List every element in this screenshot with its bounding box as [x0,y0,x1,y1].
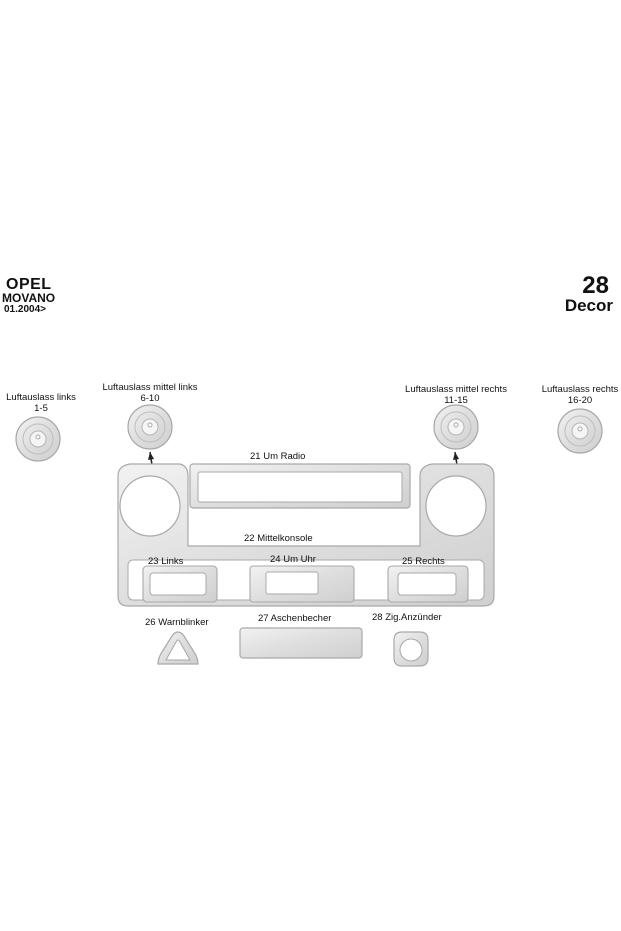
arrow-icon [453,451,459,466]
hazard-cover-part [157,631,199,665]
right-panel-label: 25 Rechts [402,556,445,567]
vent-mid-left-range: 6-10 [140,393,160,404]
vent-right-range: 16-20 [567,395,593,406]
left-panel-label: 23 Links [148,556,184,567]
vent-left-range: 1-5 [34,403,48,414]
lighter-label: 28 Zig.Anzünder [372,612,442,623]
vent-mid-left-part [127,404,173,450]
brand-label: OPEL [6,276,52,293]
style-label: Decor [564,296,613,315]
vent-right-title: Luftauslass rechts [541,384,619,395]
vent-mid-right-label: Luftauslass mittel rechts 11-15 [404,384,508,406]
hazard-label: 26 Warnblinker [145,617,209,628]
right-panel-part [387,565,469,603]
vent-left-title: Luftauslass links [6,392,76,403]
vent-left-label: Luftauslass links 1-5 [2,392,80,414]
left-panel-part [142,565,218,603]
vent-mid-right-part [433,404,479,450]
ashtray-panel-part [239,627,363,659]
arrow-icon [148,451,154,466]
lighter-ring-part [393,631,429,667]
vent-left-part [15,416,61,462]
year-label: 01.2004> [4,304,46,315]
piece-count: 28 [582,272,609,299]
radio-frame-part [189,463,411,509]
clock-panel-part [249,565,355,603]
vent-mid-right-title: Luftauslass mittel rechts [405,384,507,395]
vent-mid-left-label: Luftauslass mittel links 6-10 [100,382,200,404]
vent-right-label: Luftauslass rechts 16-20 [540,384,620,406]
console-label: 22 Mittelkonsole [244,533,313,544]
model-label: MOVANO [2,291,56,305]
vent-mid-right-range: 11-15 [444,395,468,406]
vent-mid-left-title: Luftauslass mittel links [102,382,198,393]
vent-right-part [557,408,603,454]
clock-panel-label: 24 Um Uhr [270,554,316,565]
radio-label: 21 Um Radio [250,451,306,462]
ashtray-label: 27 Aschenbecher [258,613,332,624]
